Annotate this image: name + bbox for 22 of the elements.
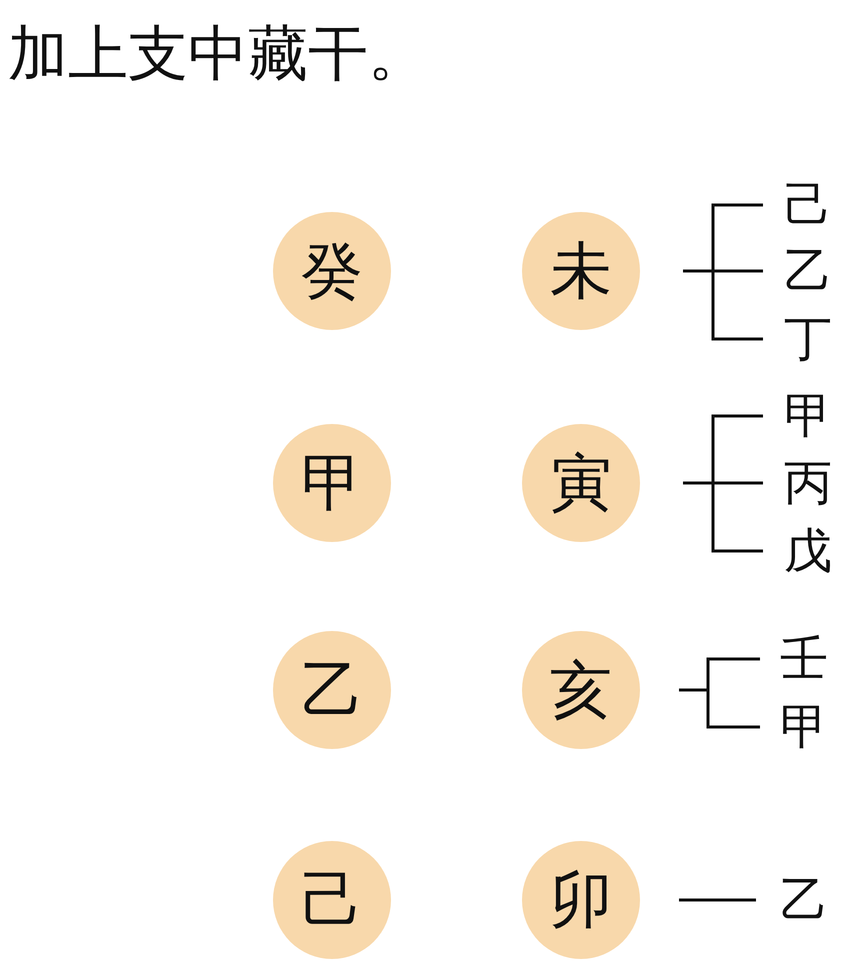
character-label: 己	[784, 181, 832, 229]
character-label: 甲	[780, 703, 828, 751]
title: 加上支中藏干。	[8, 24, 428, 84]
connector-line	[683, 270, 763, 340]
character-label: 丙	[784, 459, 832, 507]
character-label: 甲	[784, 392, 832, 440]
character-circle: 甲	[273, 424, 391, 542]
character-label: 戊	[784, 527, 832, 575]
character-label: 壬	[780, 635, 828, 683]
connector-line	[679, 898, 756, 902]
character-label: 丁	[784, 315, 832, 363]
character-circle: 癸	[273, 212, 391, 330]
connector-line	[683, 482, 763, 552]
character-circle: 乙	[273, 631, 391, 749]
character-circle: 未	[522, 212, 640, 330]
character-label: 乙	[784, 247, 832, 295]
character-circle: 卯	[522, 841, 640, 959]
character-circle: 己	[273, 841, 391, 959]
connector-line	[679, 688, 760, 728]
character-circle: 亥	[522, 631, 640, 749]
character-label: 乙	[780, 876, 828, 924]
character-circle: 寅	[522, 424, 640, 542]
